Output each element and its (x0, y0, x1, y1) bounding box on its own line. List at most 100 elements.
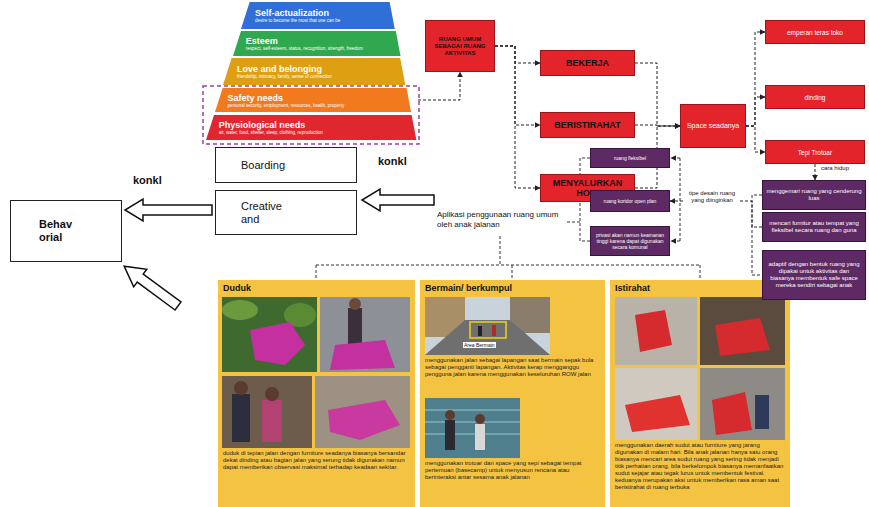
pyramid-band: Safety needspersonal security, employmen… (215, 88, 418, 112)
edge-label: konkl (133, 174, 162, 187)
photo (222, 376, 312, 448)
band-shape (223, 58, 405, 85)
edge-label: cara hidup (820, 165, 850, 172)
edge-label: cara hidup (820, 165, 850, 172)
panel-ground (218, 280, 790, 507)
pyramid-band: Love and belongingfriendship, intimacy, … (223, 58, 405, 85)
band-shape (215, 88, 411, 112)
node-text: Duduk (223, 282, 410, 294)
node-text: emperan teras toko (787, 29, 843, 36)
node-text: Physiological needs (219, 120, 306, 130)
note-label: konkl (378, 155, 407, 168)
photo (250, 322, 305, 365)
node-text: Love and belonging (237, 64, 322, 74)
note-label: Aplikasi penggunaan ruang umum oleh anak… (437, 210, 562, 230)
node-body: friendship, intimacy, family, sense of c… (237, 74, 332, 79)
dashed-connector (635, 63, 680, 126)
panel-ground (420, 280, 605, 507)
pyramid-band: Physiological needsair, water, food, she… (206, 115, 416, 140)
photo (635, 310, 672, 352)
band-shape (241, 2, 395, 29)
photo (232, 394, 250, 442)
note-label: Area Bermain (463, 342, 496, 348)
note-label: konkl (378, 155, 407, 168)
node-body: air, water, food, shelter, sleep, clothi… (219, 130, 323, 135)
dashed-connector (815, 164, 816, 180)
photo (262, 400, 282, 442)
photo (470, 322, 506, 338)
pyramid-band: Esteemrespect, self-esteem, status, reco… (233, 31, 401, 56)
panel-ground (610, 280, 790, 507)
node-body: desire to become the most that one can b… (255, 18, 340, 23)
bracket-line (671, 241, 680, 242)
process-box: Tepi Trotoar (765, 140, 865, 164)
node-body: respect, self-esteem, status, recognitio… (246, 46, 363, 51)
bracket-line (680, 158, 681, 241)
node-text: menggemari ruang yang cenderung luas (766, 188, 862, 202)
process-box: menggemari ruang yang cenderung luas (762, 180, 866, 210)
node-text: BERISTIRAHAT (554, 120, 620, 130)
bracket-line (316, 158, 762, 279)
node-body: menggunakan trotoar dan space yang sepi … (425, 460, 600, 481)
photo (712, 392, 752, 435)
node-text: ruang fleksibel (614, 155, 646, 161)
pyramid-band: Self-actualizationdesire to become the m… (241, 2, 395, 29)
node-text: Bermain/ berkumpul (425, 282, 600, 294)
dashed-connector (495, 46, 540, 63)
process-box: BEKERJA (540, 50, 635, 76)
photo (425, 410, 520, 434)
photo (625, 395, 690, 432)
activity-panel: Istirahatmenggunakan daerah sudut atau f… (610, 280, 790, 507)
concept-box: Boarding (215, 147, 357, 183)
group-outline (203, 86, 419, 144)
process-box: privasi akan namun keamanan tinggi karen… (590, 226, 670, 256)
photo (700, 297, 785, 365)
band-shape (206, 115, 416, 140)
note-label: Area Bermain (463, 342, 496, 348)
photo (349, 298, 361, 310)
node-text: Self-actualization (255, 8, 329, 18)
concept-box: Behav orial (10, 200, 122, 262)
edge-label: tipe desain ruang yang diinginkan (684, 190, 740, 204)
node-text: privasi akan namun keamanan tinggi karen… (594, 232, 666, 250)
edge-label: tipe desain ruang yang diinginkan (684, 190, 740, 204)
note-label: Aplikasi penggunaan ruang umum oleh anak… (437, 210, 562, 230)
node-text: Safety needs (227, 93, 283, 103)
process-box: Space seadanya (680, 104, 746, 148)
photo (478, 326, 482, 336)
photo (234, 381, 248, 395)
node-text: dinding (805, 94, 826, 101)
block-arrow (118, 257, 185, 315)
dashed-connector (670, 201, 762, 227)
process-box: RUANG UMUM SEBAGAI RUANG AKTIVITAS (425, 20, 495, 72)
photo (700, 368, 785, 440)
node-body: menggunakan daerah sudut atau furniture … (615, 442, 785, 491)
concept-box: Creative and (215, 190, 357, 235)
photo (222, 300, 258, 320)
photo (265, 387, 279, 401)
photo (222, 297, 317, 372)
node-text: Behav orial (39, 218, 89, 244)
block-arrow (125, 199, 212, 221)
photo (445, 410, 455, 420)
dashed-connector (746, 32, 765, 126)
photo (445, 420, 455, 450)
node-text: adaptif dengan bentuk ruang yang dipakai… (766, 261, 862, 289)
process-box: emperan teras toko (765, 20, 865, 44)
panel-ground (218, 280, 415, 507)
node-text: Boarding (241, 159, 285, 172)
photo (425, 297, 550, 355)
dashed-connector (495, 46, 540, 125)
node-body: duduk di tepian jalan dengan furniture s… (223, 450, 410, 471)
node-text: mencari furnitur atau tempat yang fleksi… (766, 220, 862, 234)
photo (715, 318, 770, 356)
photo (348, 308, 362, 344)
photo (328, 400, 400, 440)
photo (330, 340, 395, 370)
node-text: Tepi Trotoar (798, 149, 832, 156)
photo (475, 414, 485, 424)
node-text: BEKERJA (566, 58, 609, 68)
photo (755, 395, 769, 429)
